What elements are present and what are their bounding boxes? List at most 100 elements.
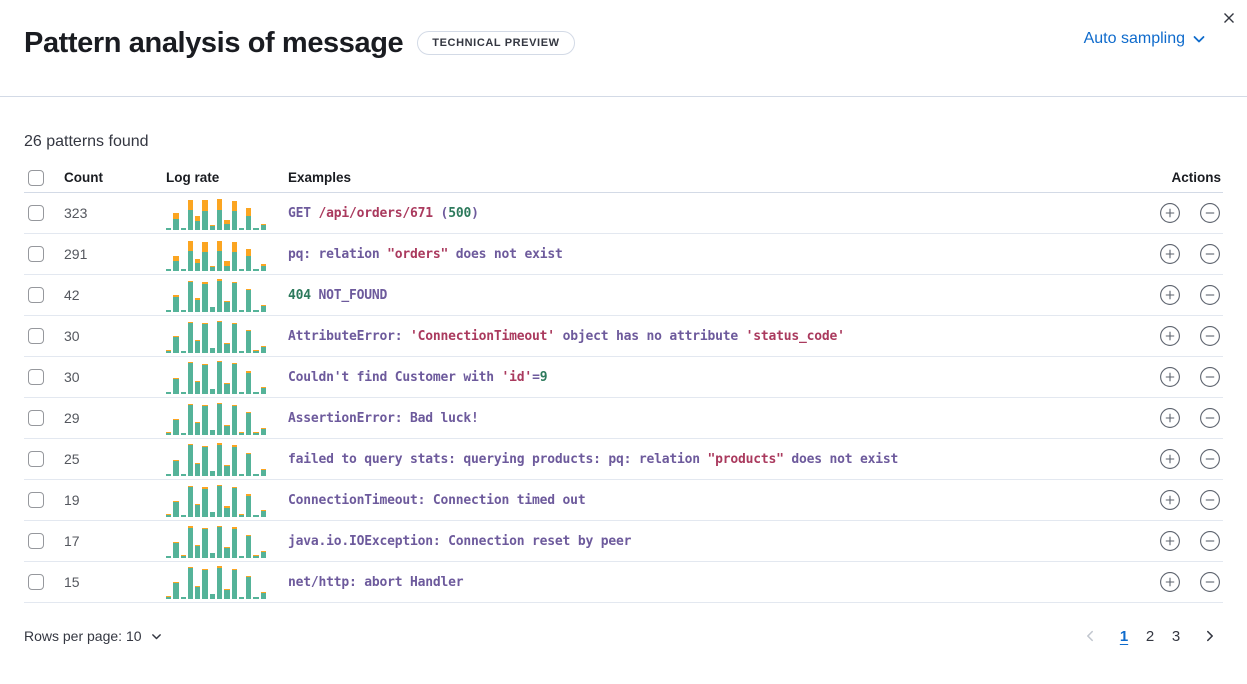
spark-bar xyxy=(195,525,201,558)
row-count: 15 xyxy=(64,574,80,590)
rows-per-page-dropdown[interactable]: Rows per page: 10 xyxy=(24,628,163,644)
row-actions xyxy=(1127,284,1223,306)
spark-bar xyxy=(202,525,208,558)
table-row: 291 pq: relation "orders" does not exist xyxy=(24,234,1223,275)
filter-for-pattern-icon[interactable] xyxy=(1159,489,1181,511)
filter-out-pattern-icon[interactable] xyxy=(1199,325,1221,347)
row-checkbox[interactable] xyxy=(28,451,44,467)
table-row: 30 AttributeError: 'ConnectionTimeout' o… xyxy=(24,316,1223,357)
spark-bar xyxy=(260,361,266,394)
filter-out-pattern-icon[interactable] xyxy=(1199,366,1221,388)
example-token: "orders" xyxy=(387,246,449,262)
spark-bar xyxy=(209,566,215,599)
spark-bar xyxy=(216,525,223,558)
table-row: 25 failed to query stats: querying produ… xyxy=(24,439,1223,480)
spark-bar xyxy=(202,484,208,517)
spark-bar xyxy=(238,279,245,312)
table-row: 323 GET /api/orders/671 (500) xyxy=(24,193,1223,234)
filter-out-pattern-icon[interactable] xyxy=(1199,489,1221,511)
spark-bar xyxy=(224,484,230,517)
spark-bar xyxy=(246,197,252,230)
spark-bar xyxy=(238,443,245,476)
spark-bar xyxy=(246,279,252,312)
page-1-button[interactable]: 1 xyxy=(1111,623,1137,649)
spark-bar xyxy=(246,525,252,558)
filter-out-pattern-icon[interactable] xyxy=(1199,530,1221,552)
row-checkbox[interactable] xyxy=(28,574,44,590)
spark-bar xyxy=(238,238,245,271)
spark-bar xyxy=(202,320,208,353)
example-token: Couldn't find Customer with xyxy=(288,369,502,385)
filter-for-pattern-icon[interactable] xyxy=(1159,366,1181,388)
spark-bar xyxy=(260,238,266,271)
row-count: 25 xyxy=(64,451,80,467)
example-token: net/http: abort Handler xyxy=(288,574,464,590)
flyout-header: Pattern analysis of message TECHNICAL PR… xyxy=(0,0,1247,97)
filter-out-pattern-icon[interactable] xyxy=(1199,407,1221,429)
filter-for-pattern-icon[interactable] xyxy=(1159,243,1181,265)
spark-bar xyxy=(253,566,259,599)
chevron-down-icon xyxy=(151,633,161,639)
page-2-button[interactable]: 2 xyxy=(1137,623,1163,649)
filter-for-pattern-icon[interactable] xyxy=(1159,202,1181,224)
example-token: AssertionError: Bad luck! xyxy=(288,410,479,426)
filter-out-pattern-icon[interactable] xyxy=(1199,202,1221,224)
row-checkbox[interactable] xyxy=(28,287,44,303)
column-header-count: Count xyxy=(64,170,103,185)
spark-bar xyxy=(187,238,194,271)
spark-bar xyxy=(202,443,208,476)
spark-bar xyxy=(246,320,252,353)
row-count: 42 xyxy=(64,287,80,303)
row-checkbox[interactable] xyxy=(28,328,44,344)
example-token: /api/orders/671 xyxy=(318,205,434,221)
filter-out-pattern-icon[interactable] xyxy=(1199,243,1221,265)
row-checkbox[interactable] xyxy=(28,533,44,549)
row-count: 291 xyxy=(64,246,88,262)
spark-bar xyxy=(253,443,259,476)
spark-bar xyxy=(166,238,172,271)
patterns-table: Count Log rate Examples Actions 323 GET … xyxy=(24,163,1223,603)
filter-for-pattern-icon[interactable] xyxy=(1159,407,1181,429)
spark-bar xyxy=(187,361,194,394)
spark-bar xyxy=(180,361,186,394)
row-actions xyxy=(1127,407,1223,429)
row-checkbox[interactable] xyxy=(28,246,44,262)
row-actions xyxy=(1127,325,1223,347)
close-icon[interactable] xyxy=(1217,6,1241,30)
spark-bar xyxy=(260,484,266,517)
spark-bar xyxy=(180,320,186,353)
sampling-dropdown[interactable]: Auto sampling xyxy=(1084,30,1207,48)
row-checkbox[interactable] xyxy=(28,492,44,508)
next-page-icon[interactable] xyxy=(1197,623,1223,649)
filter-for-pattern-icon[interactable] xyxy=(1159,325,1181,347)
filter-out-pattern-icon[interactable] xyxy=(1199,571,1221,593)
filter-out-pattern-icon[interactable] xyxy=(1199,448,1221,470)
spark-bar xyxy=(260,443,266,476)
table-body: 323 GET /api/orders/671 (500) 291 pq: re… xyxy=(24,193,1223,603)
row-checkbox[interactable] xyxy=(28,410,44,426)
spark-bar xyxy=(166,279,172,312)
spark-bar xyxy=(209,484,215,517)
spark-bar xyxy=(166,361,172,394)
table-row: 42 404 NOT_FOUND xyxy=(24,275,1223,316)
spark-bar xyxy=(231,566,237,599)
spark-bar xyxy=(246,238,252,271)
example-token: 9 xyxy=(539,369,548,385)
spark-bar xyxy=(246,566,252,599)
spark-bar xyxy=(187,402,194,435)
row-example: GET /api/orders/671 (500) xyxy=(288,206,1127,221)
spark-bar xyxy=(166,443,172,476)
spark-bar xyxy=(166,197,172,230)
previous-page-icon[interactable] xyxy=(1077,623,1103,649)
row-checkbox[interactable] xyxy=(28,205,44,221)
page-3-button[interactable]: 3 xyxy=(1163,623,1189,649)
select-all-checkbox[interactable] xyxy=(28,169,44,186)
filter-for-pattern-icon[interactable] xyxy=(1159,448,1181,470)
filter-out-pattern-icon[interactable] xyxy=(1199,284,1221,306)
spark-bar xyxy=(260,566,266,599)
filter-for-pattern-icon[interactable] xyxy=(1159,530,1181,552)
spark-bar xyxy=(180,197,186,230)
filter-for-pattern-icon[interactable] xyxy=(1159,284,1181,306)
row-checkbox[interactable] xyxy=(28,369,44,385)
filter-for-pattern-icon[interactable] xyxy=(1159,571,1181,593)
